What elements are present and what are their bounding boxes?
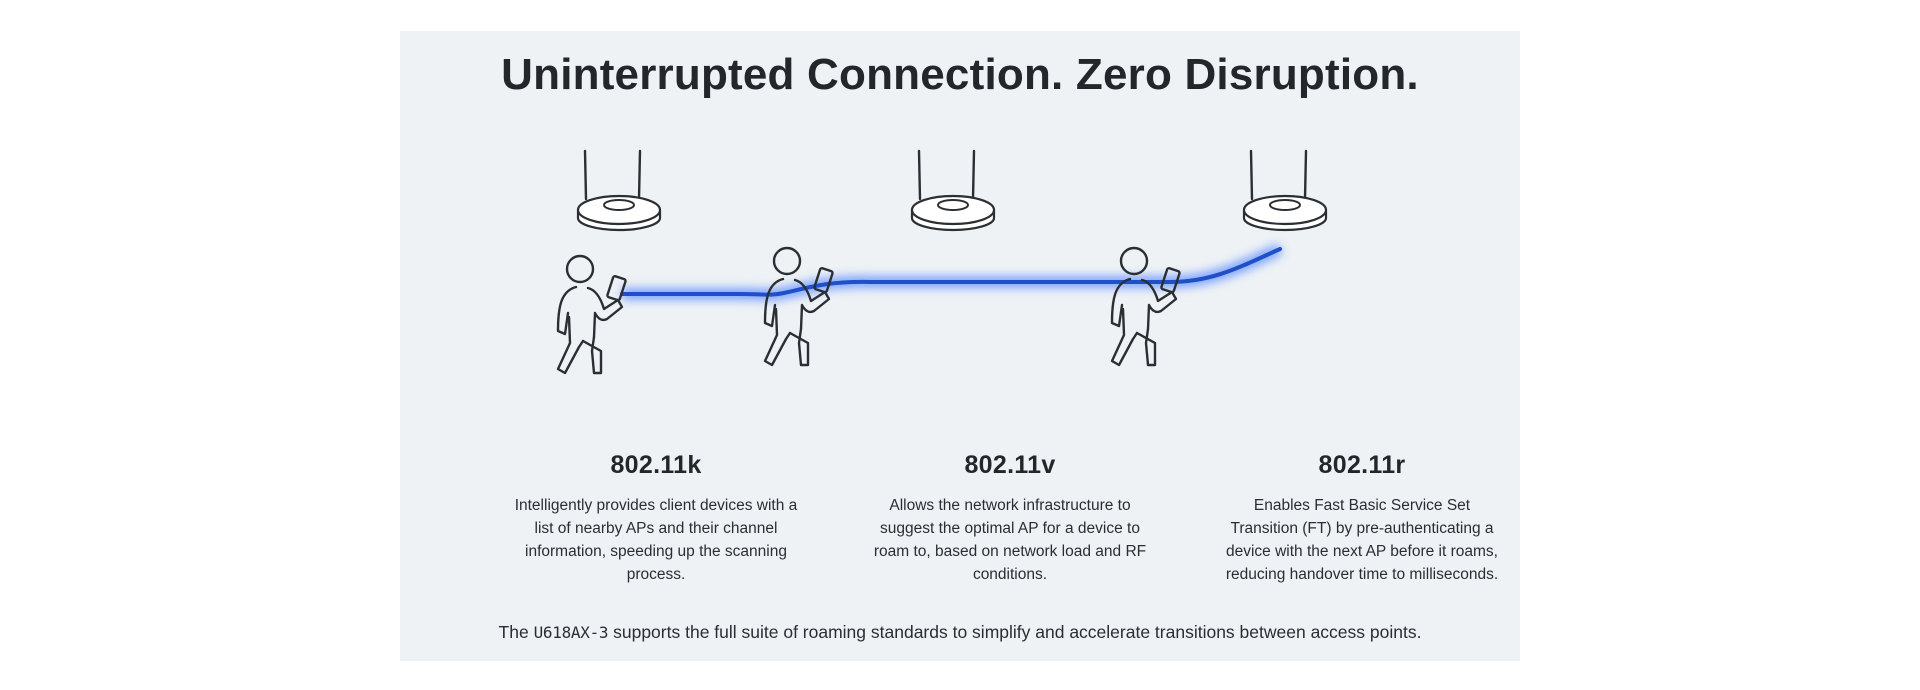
standard-description: Intelligently provides client devices wi… [514,497,798,583]
standard-name: 802.11r [1318,451,1406,479]
router-icon [576,149,662,232]
infographic-panel: Uninterrupted Connection. Zero Disruptio… [400,31,1520,661]
roaming-illustration [556,149,1328,375]
standard-name: 802.11k [610,451,702,479]
connection-line [620,247,1282,297]
standard-card-80211v: 802.11v Allows the network infrastructur… [850,451,1170,586]
footer-suffix: supports the full suite of roaming stand… [608,622,1422,642]
footer-note: The U618AX-3 supports the full suite of … [400,622,1520,643]
page-title: Uninterrupted Connection. Zero Disruptio… [501,50,1419,99]
standard-description: Allows the network infrastructure to sug… [873,497,1147,583]
footer-prefix: The [498,622,534,642]
router-icon [1242,149,1328,232]
walking-person-icon [1110,246,1182,367]
model-name: U618AX-3 [533,623,609,642]
standard-card-80211k: 802.11k Intelligently provides client de… [496,451,816,586]
walking-person-icon [556,254,628,375]
connection-line-glow [622,243,1283,301]
standard-description: Enables Fast Basic Service Set Transitio… [1225,497,1499,583]
standard-name: 802.11v [964,451,1056,479]
standard-card-80211r: 802.11r Enables Fast Basic Service Set T… [1202,451,1522,586]
router-icon [910,149,996,232]
walking-person-icon [763,246,835,367]
